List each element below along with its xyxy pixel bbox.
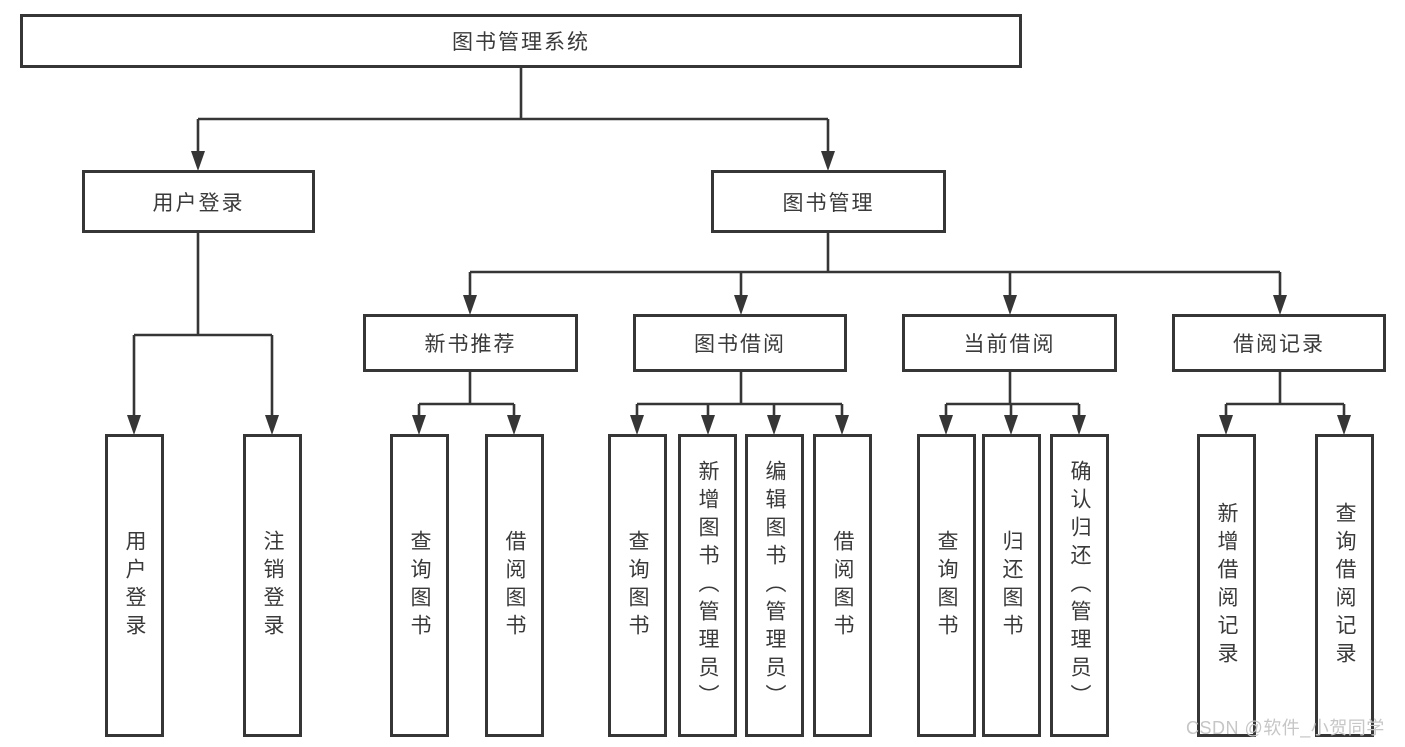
arrow-down-icon [463, 295, 477, 315]
node-label: 新增图书（管理员） [696, 459, 719, 712]
arrow-down-icon [191, 151, 205, 171]
node-label: 查询借阅记录 [1333, 501, 1356, 670]
arrow-down-icon [1003, 295, 1017, 315]
node-user-login-branch: 用户登录 [82, 170, 315, 233]
arrow-down-icon [701, 415, 715, 435]
arrow-down-icon [1072, 415, 1086, 435]
node-label: 注销登录 [261, 529, 284, 642]
leaf-edit-book-admin: 编辑图书（管理员） [745, 434, 804, 737]
leaf-query-book-borrowing: 查询图书 [608, 434, 667, 737]
node-label: 图书管理 [782, 191, 875, 215]
arrow-down-icon [939, 415, 953, 435]
node-label: 查询图书 [935, 529, 958, 642]
arrow-down-icon [821, 151, 835, 171]
node-label: 查询图书 [408, 529, 431, 642]
node-label: 图书借阅 [694, 333, 786, 356]
leaf-add-book-admin: 新增图书（管理员） [678, 434, 737, 737]
node-borrow-records: 借阅记录 [1172, 314, 1386, 372]
arrow-down-icon [835, 415, 849, 435]
arrow-down-icon [734, 295, 748, 315]
arrow-down-icon [507, 415, 521, 435]
node-label: 归还图书 [1000, 529, 1023, 642]
node-label: 新增借阅记录 [1215, 501, 1238, 670]
node-new-book-recommend: 新书推荐 [363, 314, 578, 372]
node-label: 新书推荐 [424, 333, 517, 356]
leaf-query-book-recommend: 查询图书 [390, 434, 449, 737]
arrow-down-icon [412, 415, 426, 435]
node-label: 借阅记录 [1233, 333, 1325, 356]
arrow-down-icon [1273, 295, 1287, 315]
arrow-down-icon [767, 415, 781, 435]
csdn-watermark: CSDN @软件_小贺同学 [1186, 718, 1385, 738]
node-root-label: 图书管理系统 [452, 31, 590, 54]
arrow-down-icon [1004, 415, 1018, 435]
leaf-borrow-book-recommend: 借阅图书 [485, 434, 544, 737]
leaf-return-book: 归还图书 [982, 434, 1041, 737]
node-label: 借阅图书 [831, 529, 854, 642]
node-book-borrowing: 图书借阅 [633, 314, 847, 372]
node-label: 用户登录 [152, 191, 245, 215]
node-label: 编辑图书（管理员） [763, 459, 786, 712]
node-label: 用户登录 [123, 529, 146, 642]
leaf-logout: 注销登录 [243, 434, 302, 737]
arrowheads [127, 151, 1351, 435]
node-book-management: 图书管理 [711, 170, 946, 233]
node-label: 借阅图书 [503, 529, 526, 642]
arrow-down-icon [265, 415, 279, 435]
node-root: 图书管理系统 [20, 14, 1022, 68]
arrow-down-icon [127, 415, 141, 435]
leaf-confirm-return-admin: 确认归还（管理员） [1050, 434, 1109, 737]
leaf-borrow-book: 借阅图书 [813, 434, 872, 737]
arrow-down-icon [1219, 415, 1233, 435]
arrow-down-icon [1337, 415, 1351, 435]
leaf-query-book-current: 查询图书 [917, 434, 976, 737]
node-label: 当前借阅 [963, 333, 1056, 356]
arrow-down-icon [630, 415, 644, 435]
leaf-user-login: 用户登录 [105, 434, 164, 737]
leaf-add-borrow-record: 新增借阅记录 [1197, 434, 1256, 737]
node-label: 查询图书 [626, 529, 649, 642]
leaf-query-borrow-record: 查询借阅记录 [1315, 434, 1374, 737]
node-label: 确认归还（管理员） [1068, 459, 1091, 712]
node-current-borrowing: 当前借阅 [902, 314, 1117, 372]
